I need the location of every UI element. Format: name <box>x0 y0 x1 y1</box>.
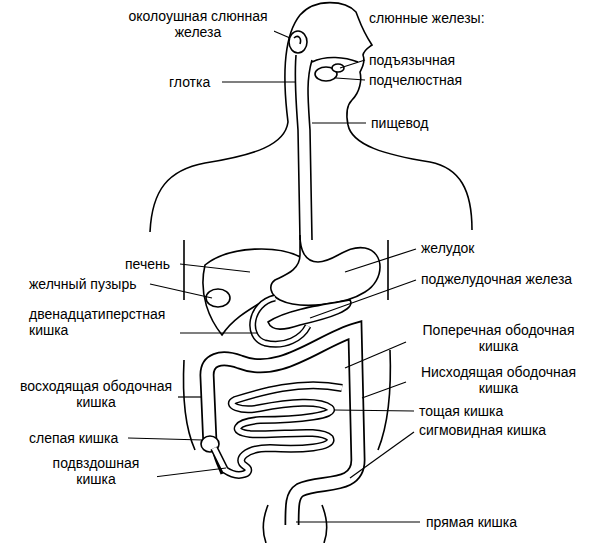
part-label: прямая кишка <box>425 514 518 530</box>
part-label: Поперечная ободочная кишка <box>410 322 587 354</box>
part-label: глотка <box>168 74 211 90</box>
part-label: околоушная слюнная железа <box>122 8 274 40</box>
part-label: слепая кишка <box>28 430 119 446</box>
part-label: двенадцатиперстная кишка <box>28 306 180 338</box>
part-label: подчелюстная <box>368 72 463 88</box>
part-label: печень <box>124 256 171 272</box>
part-label: тощая кишка <box>418 403 504 419</box>
part-label: желчный пузырь <box>28 276 138 292</box>
part-label: сигмовидная кишка <box>418 422 547 438</box>
part-label: Нисходящая ободочная кишка <box>410 364 587 396</box>
part-label: подъязычная <box>368 52 456 68</box>
part-label: пищевод <box>370 115 429 131</box>
part-label: желудок <box>420 240 475 256</box>
part-label: слюнные железы: <box>368 10 486 26</box>
part-label: поджелудочная железа <box>420 271 573 287</box>
part-label: подвздошная кишка <box>35 455 157 487</box>
part-label: восходящая ободочная кишка <box>15 378 177 410</box>
